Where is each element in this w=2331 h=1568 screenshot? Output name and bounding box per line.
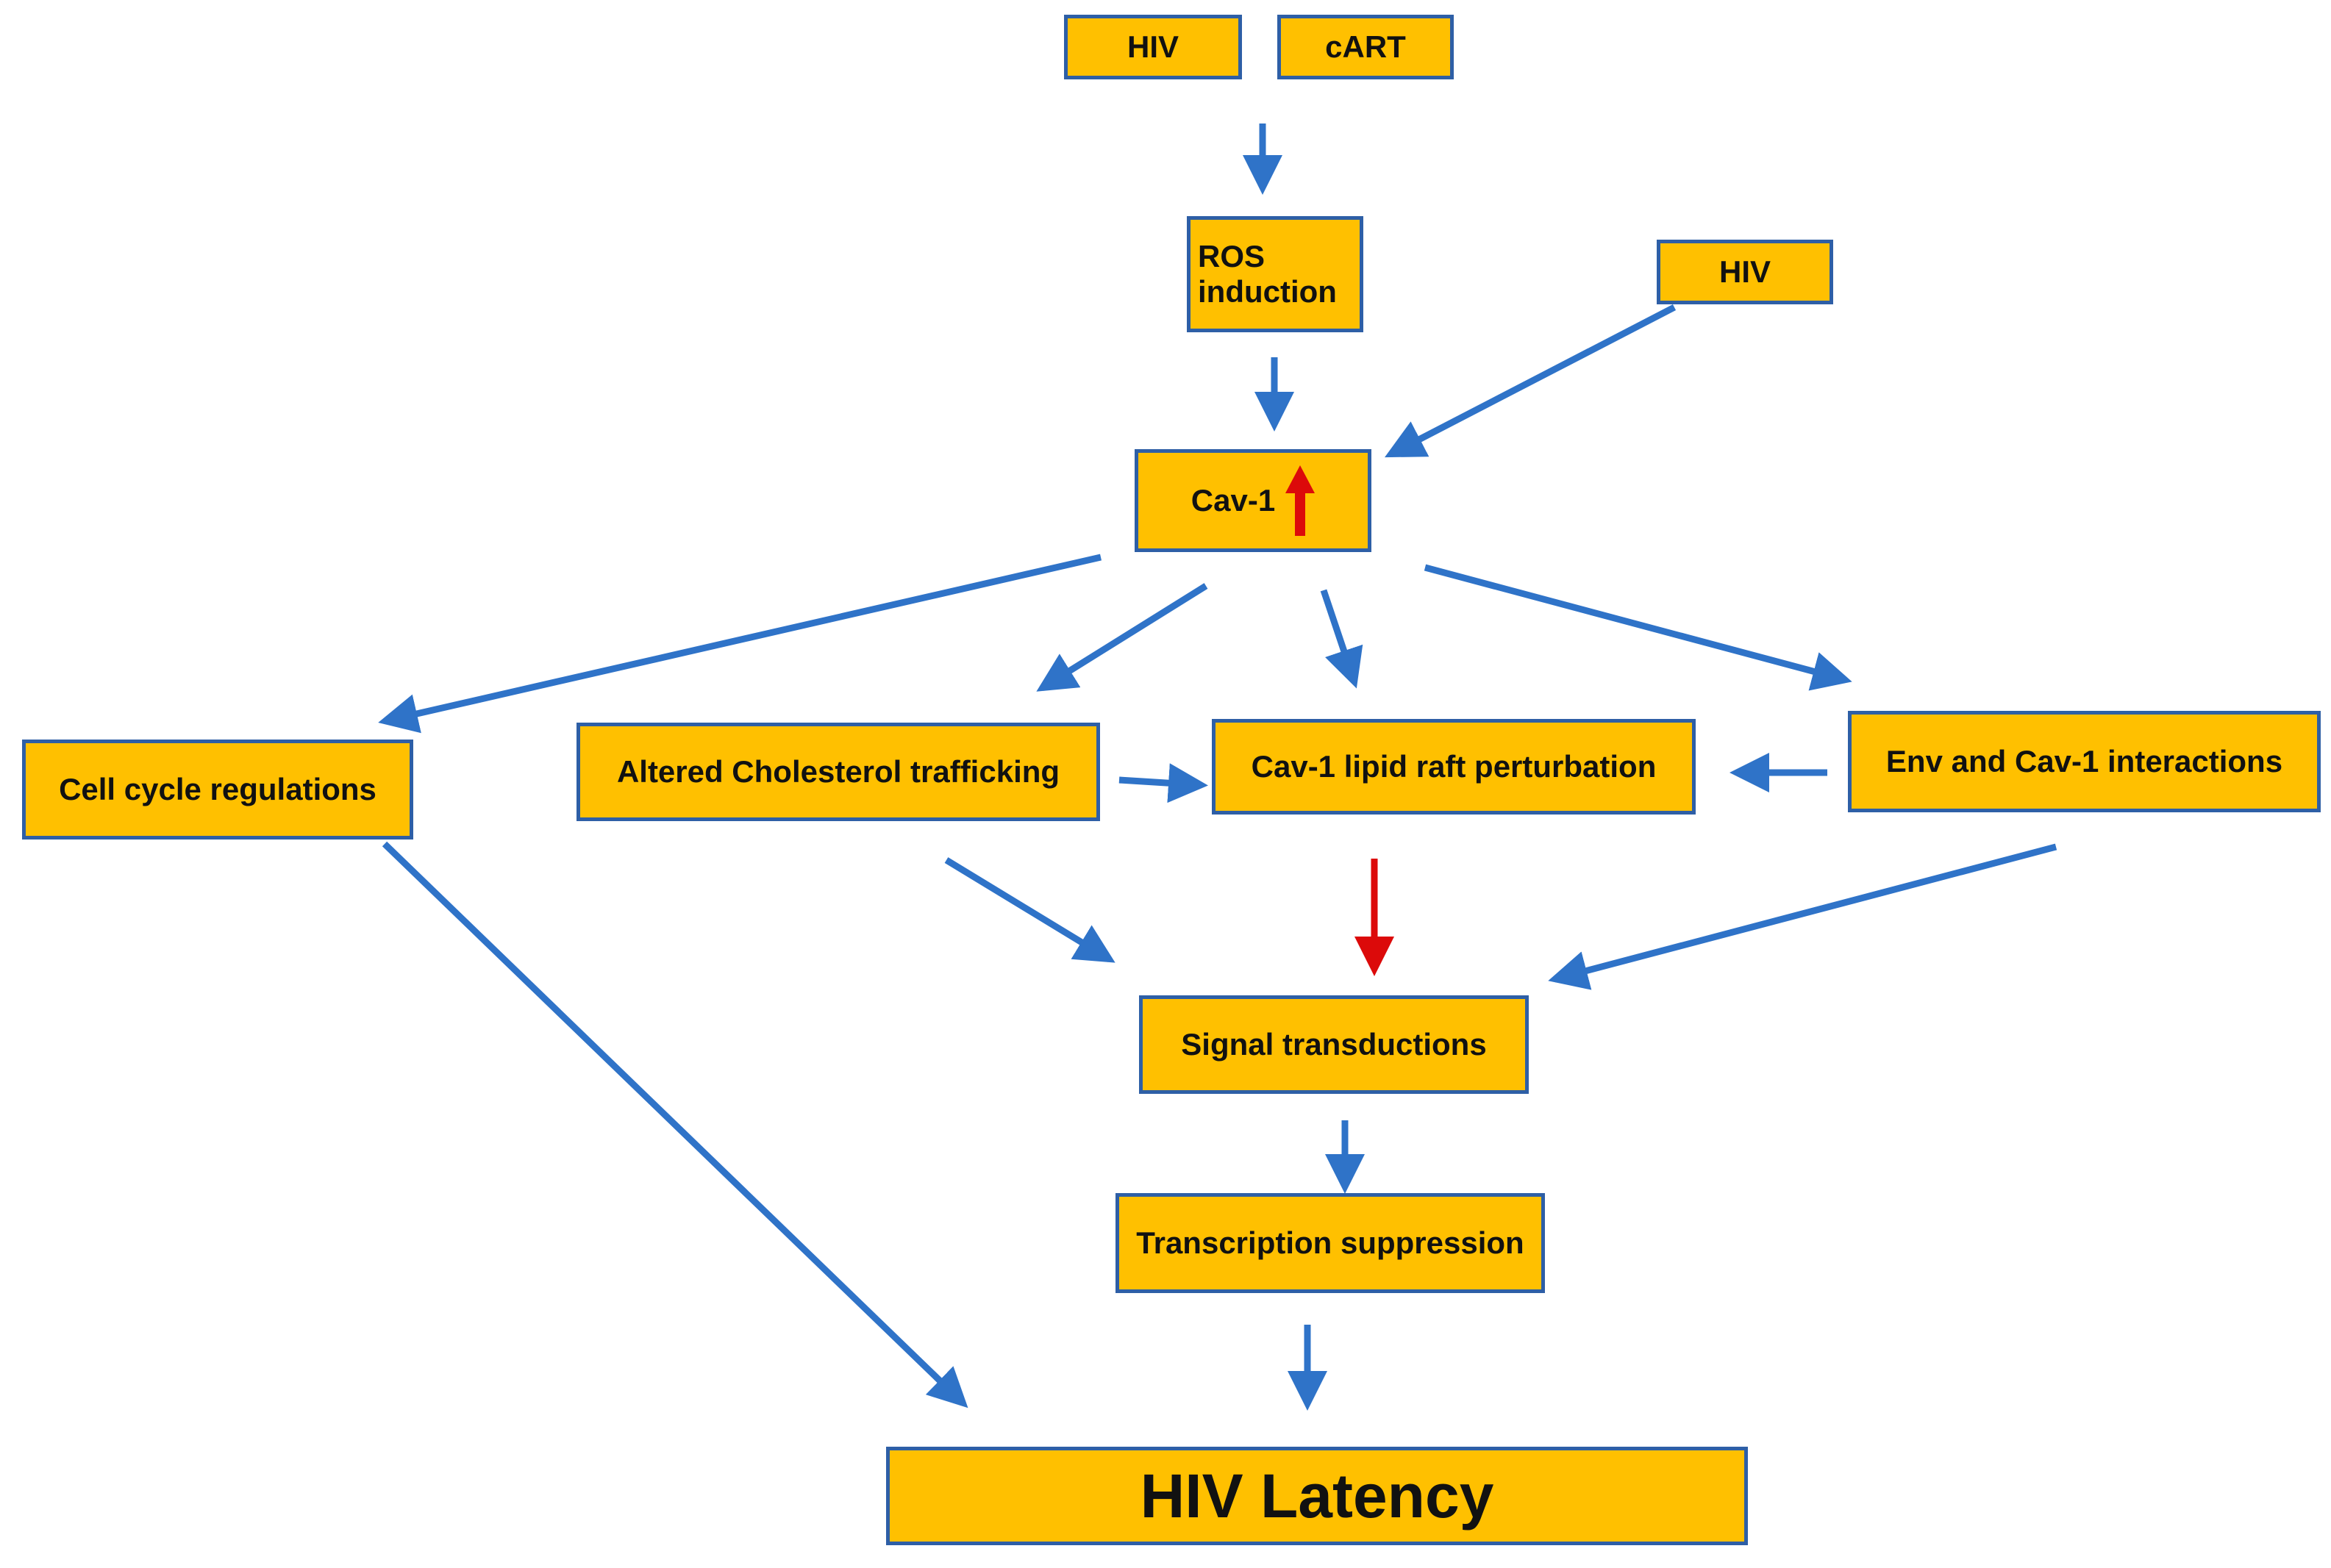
node-lipid-raft: Cav-1 lipid raft perturbation [1212, 719, 1696, 815]
arrow-cav1-to-env [1424, 564, 1852, 691]
arrow-cav1-to-cellcycle [378, 554, 1102, 734]
node-env-cav1-label: Env and Cav-1 interactions [1885, 743, 2283, 778]
node-hiv-right: HIV [1657, 240, 1833, 304]
arrow-cholesterol-to-signal [944, 857, 1115, 963]
node-cart: cART [1277, 15, 1454, 79]
node-hiv-latency: HIV Latency [886, 1447, 1748, 1545]
node-cav1-label: Cav-1 [1191, 482, 1276, 518]
arrow-hiv-to-cav1 [1385, 304, 1677, 458]
arrow-cav1-to-lipidraft [1320, 589, 1363, 689]
arrow-cellcycle-to-latency [382, 841, 968, 1408]
node-hiv-latency-label: HIV Latency [1140, 1461, 1494, 1531]
node-ros-induction: ROS induction [1187, 216, 1363, 332]
node-cav1: Cav-1 [1135, 449, 1371, 552]
arrow-cav1-to-cholesterol [1036, 583, 1208, 692]
node-cholesterol: Altered Cholesterol trafficking [576, 723, 1100, 821]
node-cart-label: cART [1325, 29, 1406, 64]
node-transcription: Transcription suppression [1115, 1193, 1545, 1293]
node-signal-label: Signal transductions [1181, 1026, 1487, 1062]
node-env-cav1: Env and Cav-1 interactions [1848, 711, 2321, 812]
up-arrow-icon [1285, 465, 1316, 536]
node-hiv-top-label: HIV [1127, 29, 1179, 64]
node-hiv-right-label: HIV [1718, 254, 1771, 289]
arrow-env-to-signal [1548, 843, 2057, 990]
node-ros-induction-label: ROS induction [1198, 238, 1337, 309]
node-cell-cycle-label: Cell cycle regulations [59, 771, 376, 806]
node-cholesterol-label: Altered Cholesterol trafficking [616, 753, 1060, 789]
node-lipid-raft-label: Cav-1 lipid raft perturbation [1251, 748, 1657, 784]
node-transcription-label: Transcription suppression [1136, 1225, 1524, 1260]
arrow-cholesterol-to-lipidraft [1118, 763, 1208, 803]
node-signal: Signal transductions [1139, 995, 1529, 1094]
node-hiv-top: HIV [1064, 15, 1242, 79]
node-cell-cycle: Cell cycle regulations [22, 740, 413, 840]
